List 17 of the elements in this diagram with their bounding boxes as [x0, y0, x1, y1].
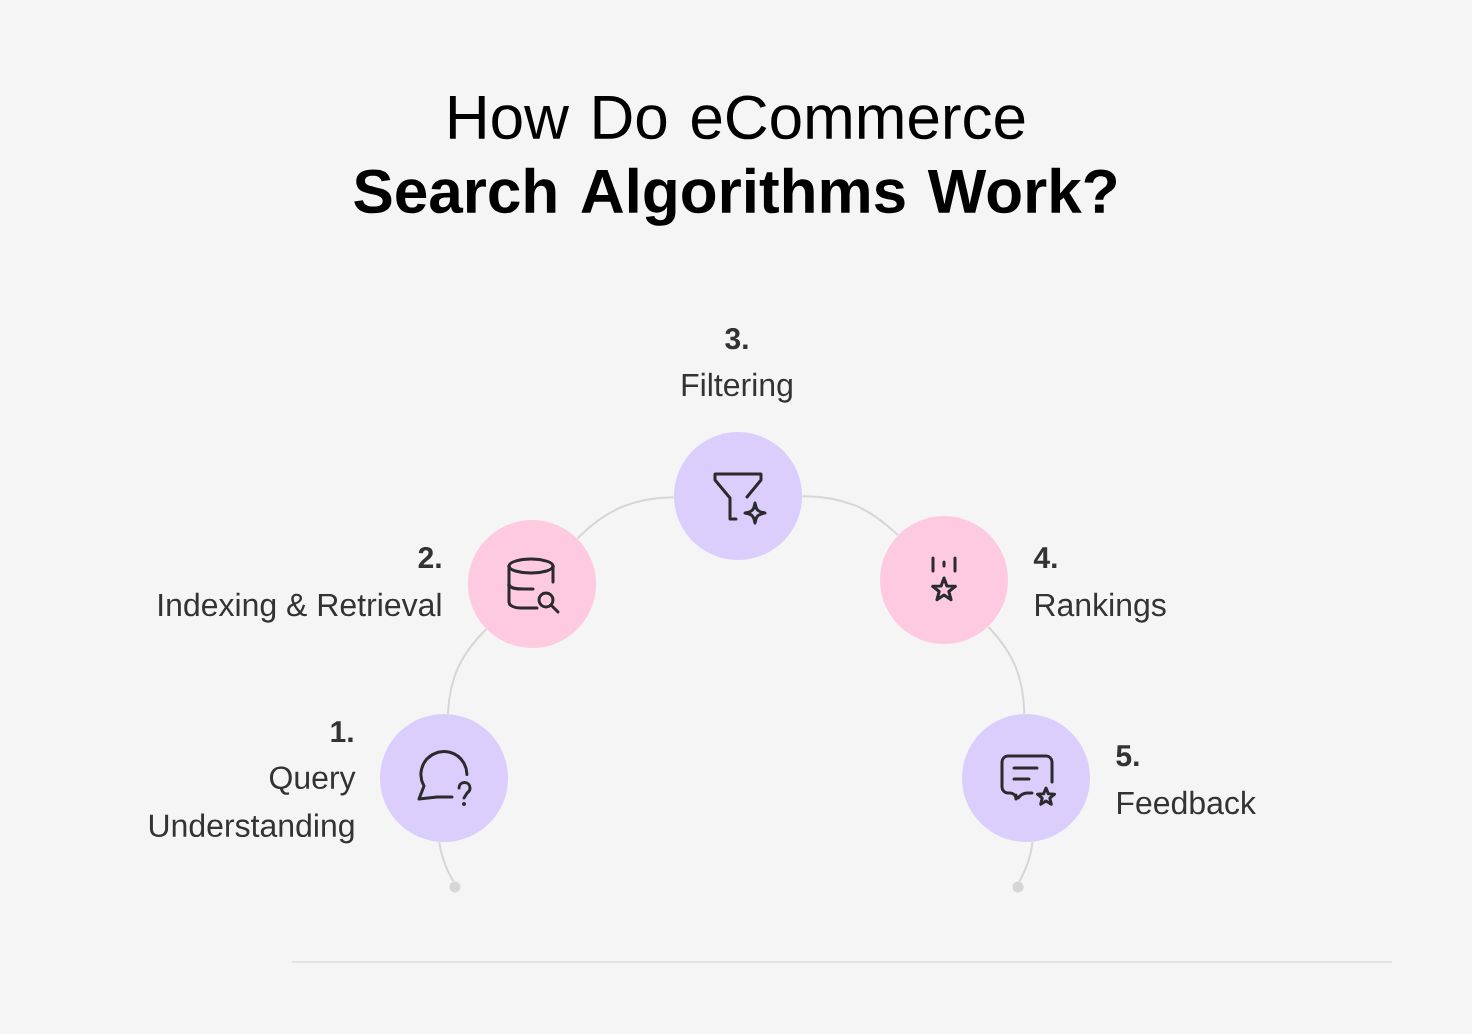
step-number: 1.	[331, 721, 353, 742]
step-number: 4.	[1033, 547, 1057, 568]
step-label: Feedback	[1118, 790, 1256, 815]
arc-line	[1018, 841, 1034, 883]
arc-line	[801, 495, 899, 537]
step-label: Rankings	[1036, 592, 1166, 623]
step-number: 2.	[418, 547, 441, 568]
step-label: Indexing & Retrieval	[159, 592, 441, 623]
arc-line	[446, 628, 488, 715]
step-label: Query Understanding	[149, 766, 356, 844]
step-number: 5.	[1116, 745, 1139, 767]
step-label: Filtering	[682, 372, 792, 403]
arc-line	[438, 841, 455, 883]
arc-line	[576, 496, 675, 540]
step-number: 3.	[725, 328, 748, 350]
title: How Do eCommerce Search Algorithms Work?	[354, 95, 1116, 226]
arc-line	[987, 625, 1026, 715]
